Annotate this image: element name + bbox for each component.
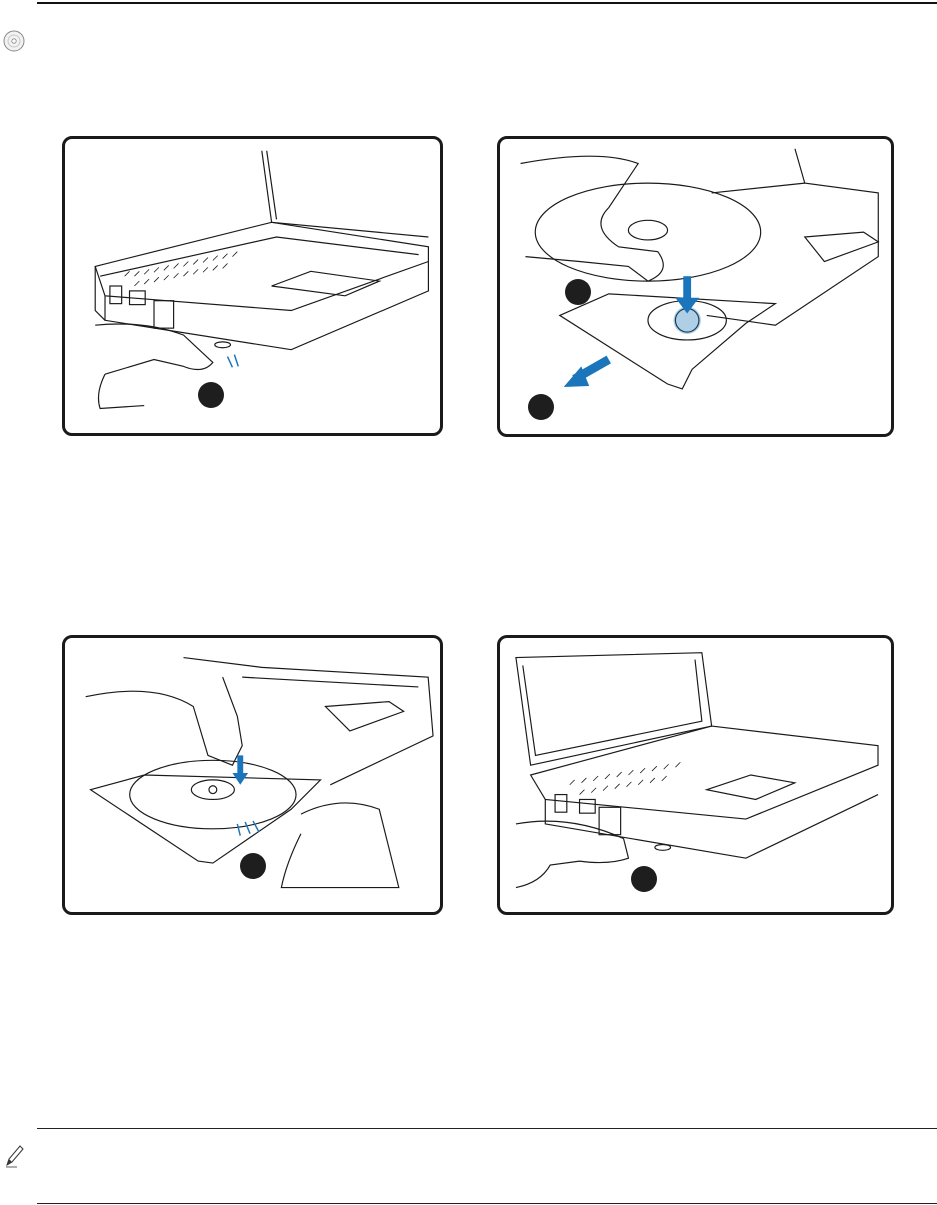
step-badge-3 — [528, 394, 554, 420]
note-bottom-rule — [37, 1203, 937, 1204]
figure-seat-disc — [62, 635, 443, 915]
close-tray-illustration — [500, 638, 891, 912]
optical-disc-icon — [3, 30, 25, 52]
header-rule — [37, 2, 937, 4]
figure-press-eject — [62, 136, 443, 436]
laptop-illustration — [65, 139, 440, 433]
pencil-note-icon — [3, 1143, 25, 1169]
step-badge-1 — [198, 382, 224, 408]
note-top-rule — [37, 1128, 937, 1129]
step-badge-4 — [240, 853, 266, 879]
disc-insert-illustration — [500, 139, 891, 434]
step-badge-2 — [565, 279, 591, 305]
figure-close-tray — [497, 635, 894, 915]
step-badge-5 — [631, 866, 657, 892]
figure-insert-disc — [497, 136, 894, 437]
